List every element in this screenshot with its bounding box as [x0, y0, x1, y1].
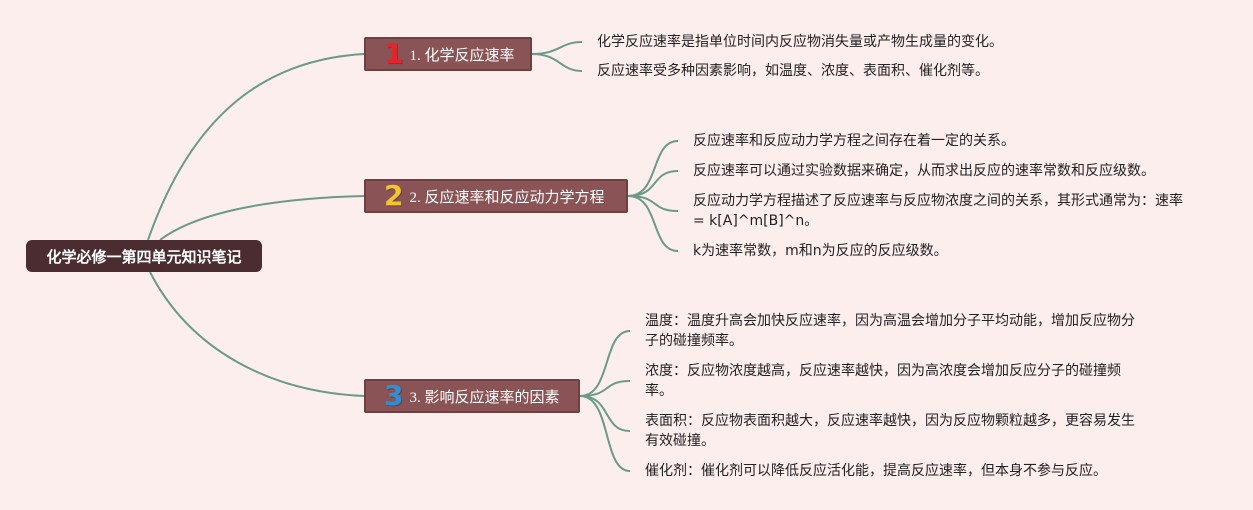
- leaf-2-4[interactable]: k为速率常数，m和n为反应的反应级数。: [693, 243, 948, 259]
- root-node[interactable]: 化学必修一第四单元知识笔记: [26, 240, 262, 272]
- link-topic3-leaf-1: [579, 330, 631, 397]
- leaf-1-1[interactable]: 化学反应速率是指单位时间内反应物消失量或产物生成量的变化。: [597, 34, 1003, 50]
- link-root-topic-3: [149, 271, 365, 397]
- link-root-topic-1: [147, 53, 365, 241]
- topic-2-label: 2. 反应速率和反应动力学方程: [409, 189, 605, 206]
- leaf-3-2[interactable]: 浓度：反应物浓度越高，反应速率越快，因为高浓度会增加反应分子的碰撞频率。: [645, 363, 1121, 399]
- leaf-3-3[interactable]: 表面积：反应物表面积越大，反应速率越快，因为反应物颗粒越多，更容易发生有效碰撞。: [645, 413, 1135, 449]
- link-root-topic-2: [159, 195, 365, 241]
- leaf-1-2[interactable]: 反应速率受多种因素影响，如温度、浓度、表面积、催化剂等。: [597, 63, 989, 79]
- badge-1-icon: 1: [384, 37, 404, 70]
- link-topic2-leaf-4: [627, 195, 679, 252]
- leaf-2-3[interactable]: 反应动力学方程描述了反应速率与反应物浓度之间的关系，其形式通常为：速率 = k[…: [693, 193, 1183, 229]
- leaf-2-2[interactable]: 反应速率可以通过实验数据来确定，从而求出反应的速率常数和反应级数。: [693, 163, 1155, 179]
- link-topic3-leaf-4: [579, 395, 631, 472]
- badge-3-icon: 3: [384, 379, 404, 412]
- topic-node-2[interactable]: 2 2. 反应速率和反应动力学方程: [364, 179, 628, 213]
- link-topic2-leaf-1: [627, 140, 679, 197]
- link-topic2-leaf-2: [627, 170, 679, 197]
- leaf-3-4[interactable]: 催化剂：催化剂可以降低反应活化能，提高反应速率，但本身不参与反应。: [645, 463, 1107, 479]
- link-topic1-leaf-1: [531, 41, 583, 55]
- badge-2-icon: 2: [384, 179, 404, 212]
- topic-3-label: 3. 影响反应速率的因素: [409, 389, 560, 406]
- link-topic1-leaf-2: [531, 53, 583, 72]
- link-topic3-leaf-3: [579, 395, 631, 432]
- topic-1-label: 1. 化学反应速率: [409, 47, 515, 64]
- leaf-3-1[interactable]: 温度：温度升高会加快反应速率，因为高温会增加分子平均动能，增加反应物分子的碰撞频…: [645, 313, 1135, 349]
- topic-node-1[interactable]: 1 1. 化学反应速率: [364, 37, 532, 71]
- leaf-2-1[interactable]: 反应速率和反应动力学方程之间存在着一定的关系。: [693, 133, 1015, 149]
- topic-node-3[interactable]: 3 3. 影响反应速率的因素: [364, 379, 580, 413]
- link-topic3-leaf-2: [579, 380, 631, 397]
- root-label: 化学必修一第四单元知识笔记: [46, 247, 242, 266]
